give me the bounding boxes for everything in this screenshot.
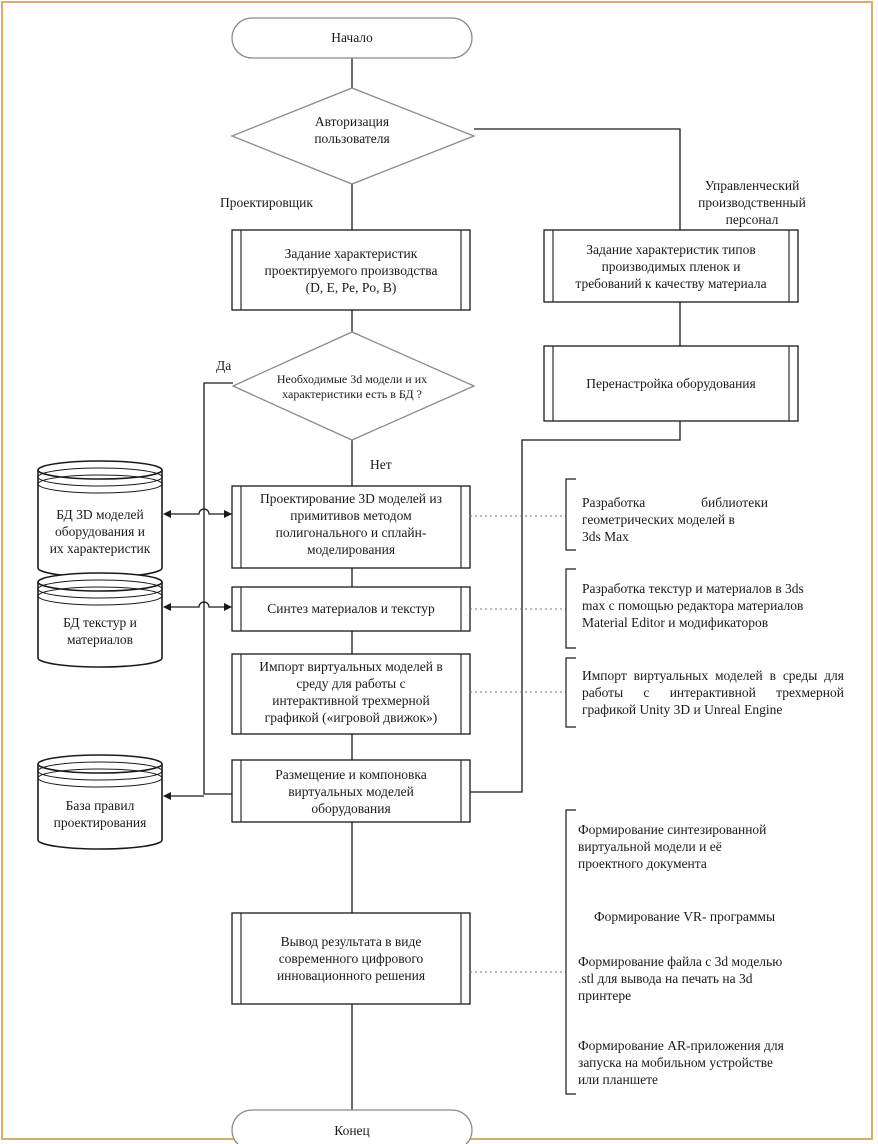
note-tex-bracket <box>565 568 576 649</box>
db-rules-cylinder <box>37 754 163 850</box>
db-models-link <box>163 508 232 518</box>
db-textures-link <box>163 601 232 611</box>
synth-box <box>231 586 471 632</box>
connector-reconfig-placement <box>470 421 681 793</box>
designer-branch-label: Проектировщик <box>220 195 313 210</box>
yes-label: Да <box>216 358 232 373</box>
db-textures-cylinder <box>37 572 163 668</box>
start-label: Начало <box>331 30 373 45</box>
no-label: Нет <box>370 457 392 472</box>
output-box <box>231 912 471 1005</box>
film-task-box <box>543 229 799 303</box>
placement-box <box>231 759 471 823</box>
db-check-decision <box>231 331 476 441</box>
start-terminal <box>231 17 473 59</box>
note-output-stl: Формирование файла с 3d моделью.stl для … <box>578 954 783 1003</box>
note-output-bracket <box>565 809 576 1095</box>
synth-label: Синтез материалов и текстур <box>267 601 435 616</box>
spec-task-box <box>231 229 471 311</box>
import-box <box>231 653 471 735</box>
note-lib-bracket <box>565 478 576 551</box>
note-output-vr: Формирование VR- программы <box>594 909 776 924</box>
auth-decision <box>230 87 476 185</box>
note-import-bracket <box>565 657 576 728</box>
end-label: Конец <box>334 1123 370 1138</box>
connector-yes-branch <box>203 382 233 795</box>
reconfig-label: Перенастройка оборудования <box>586 376 756 391</box>
modeling-box <box>231 485 471 569</box>
end-terminal <box>231 1109 473 1144</box>
db-models-cylinder <box>37 460 163 578</box>
connector-auth-right-branch <box>474 128 681 230</box>
reconfig-box <box>543 345 799 422</box>
